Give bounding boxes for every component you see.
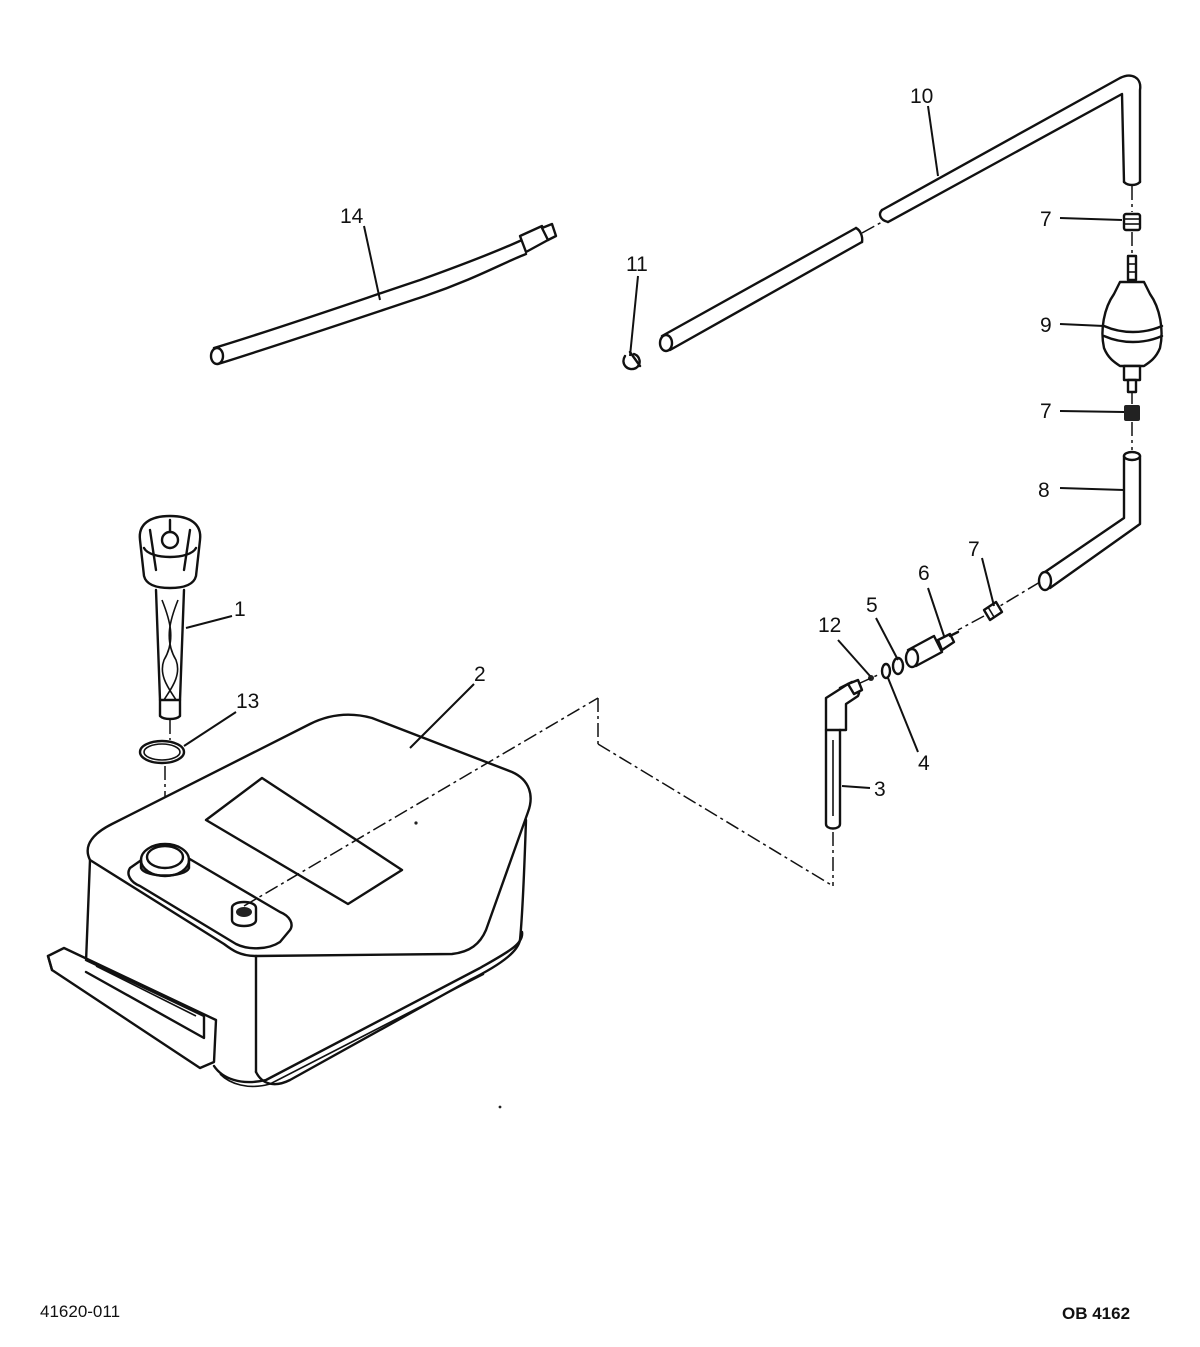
part-8-bent-hose [999,450,1142,607]
leader-lines [183,105,1125,789]
part-3-pickup-tube [824,678,864,886]
callout-6: 6 [918,562,930,585]
callout-11: 11 [626,253,648,276]
part-5-o-ring [891,656,905,676]
diagram-code: OB 4162 [1062,1304,1131,1323]
reference-dot-2 [498,1105,502,1109]
part-4-o-ring [880,662,892,680]
callout-13: 13 [236,690,259,713]
callout-3: 3 [874,778,886,801]
callout-1: 1 [234,598,246,621]
part-7-fitting-middle [1124,405,1140,450]
part-2-fuel-tank [46,697,834,1088]
drawing-number: 41620-011 [40,1302,121,1321]
part-14-fuel-hose [209,222,558,366]
part-7-fitting-lower [957,600,1004,631]
callout-12: 12 [818,614,841,637]
part-10-bent-hose [658,74,1142,353]
callout-7-lower: 7 [968,538,980,561]
part-11-hose-clamp [622,350,642,371]
part-1-fuel-gauge [138,514,202,740]
part-6-connector [904,630,960,669]
callout-5: 5 [866,594,878,617]
part-7-fitting-top [1122,212,1142,254]
callout-14: 14 [340,205,364,228]
callout-labels: 1 2 3 4 5 6 7 7 7 8 9 10 11 12 13 14 [234,85,1052,801]
part-12-small-ring [857,673,881,685]
callout-10: 10 [910,85,933,108]
part-9-primer-bulb [1101,254,1164,404]
reference-dot [414,821,418,825]
callout-9: 9 [1040,314,1052,337]
callout-2: 2 [474,663,486,686]
callout-7-middle: 7 [1040,400,1052,423]
callout-4: 4 [918,752,930,775]
callout-7-top: 7 [1040,208,1052,231]
callout-8: 8 [1038,479,1050,502]
